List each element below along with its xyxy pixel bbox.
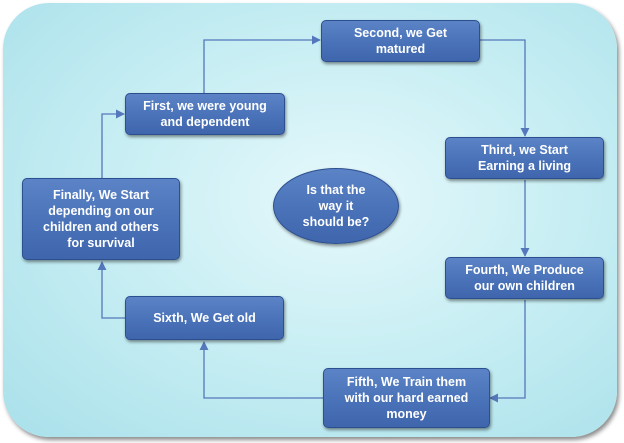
- arrow-fourth-to-fifth: [489, 300, 526, 403]
- arrow-finally-to-first: [101, 109, 125, 180]
- arrow-sixth-to-finally: [97, 261, 125, 319]
- node-fifth: Fifth, We Train them with our hard earne…: [323, 368, 490, 428]
- node-sixth: Sixth, We Get old: [125, 296, 284, 340]
- node-third: Third, we Start Earning a living: [445, 137, 604, 179]
- node-question: Is that the way it should be?: [273, 168, 399, 244]
- node-first: First, we were young and dependent: [125, 93, 285, 135]
- node-finally: Finally, We Start depending on our child…: [22, 178, 180, 260]
- arrow-first-to-second: [203, 35, 321, 93]
- arrow-second-to-third: [480, 39, 530, 137]
- node-fourth: Fourth, We Produce our own children: [445, 257, 604, 299]
- node-second: Second, we Get matured: [321, 20, 480, 62]
- arrow-fifth-to-sixth: [199, 341, 323, 399]
